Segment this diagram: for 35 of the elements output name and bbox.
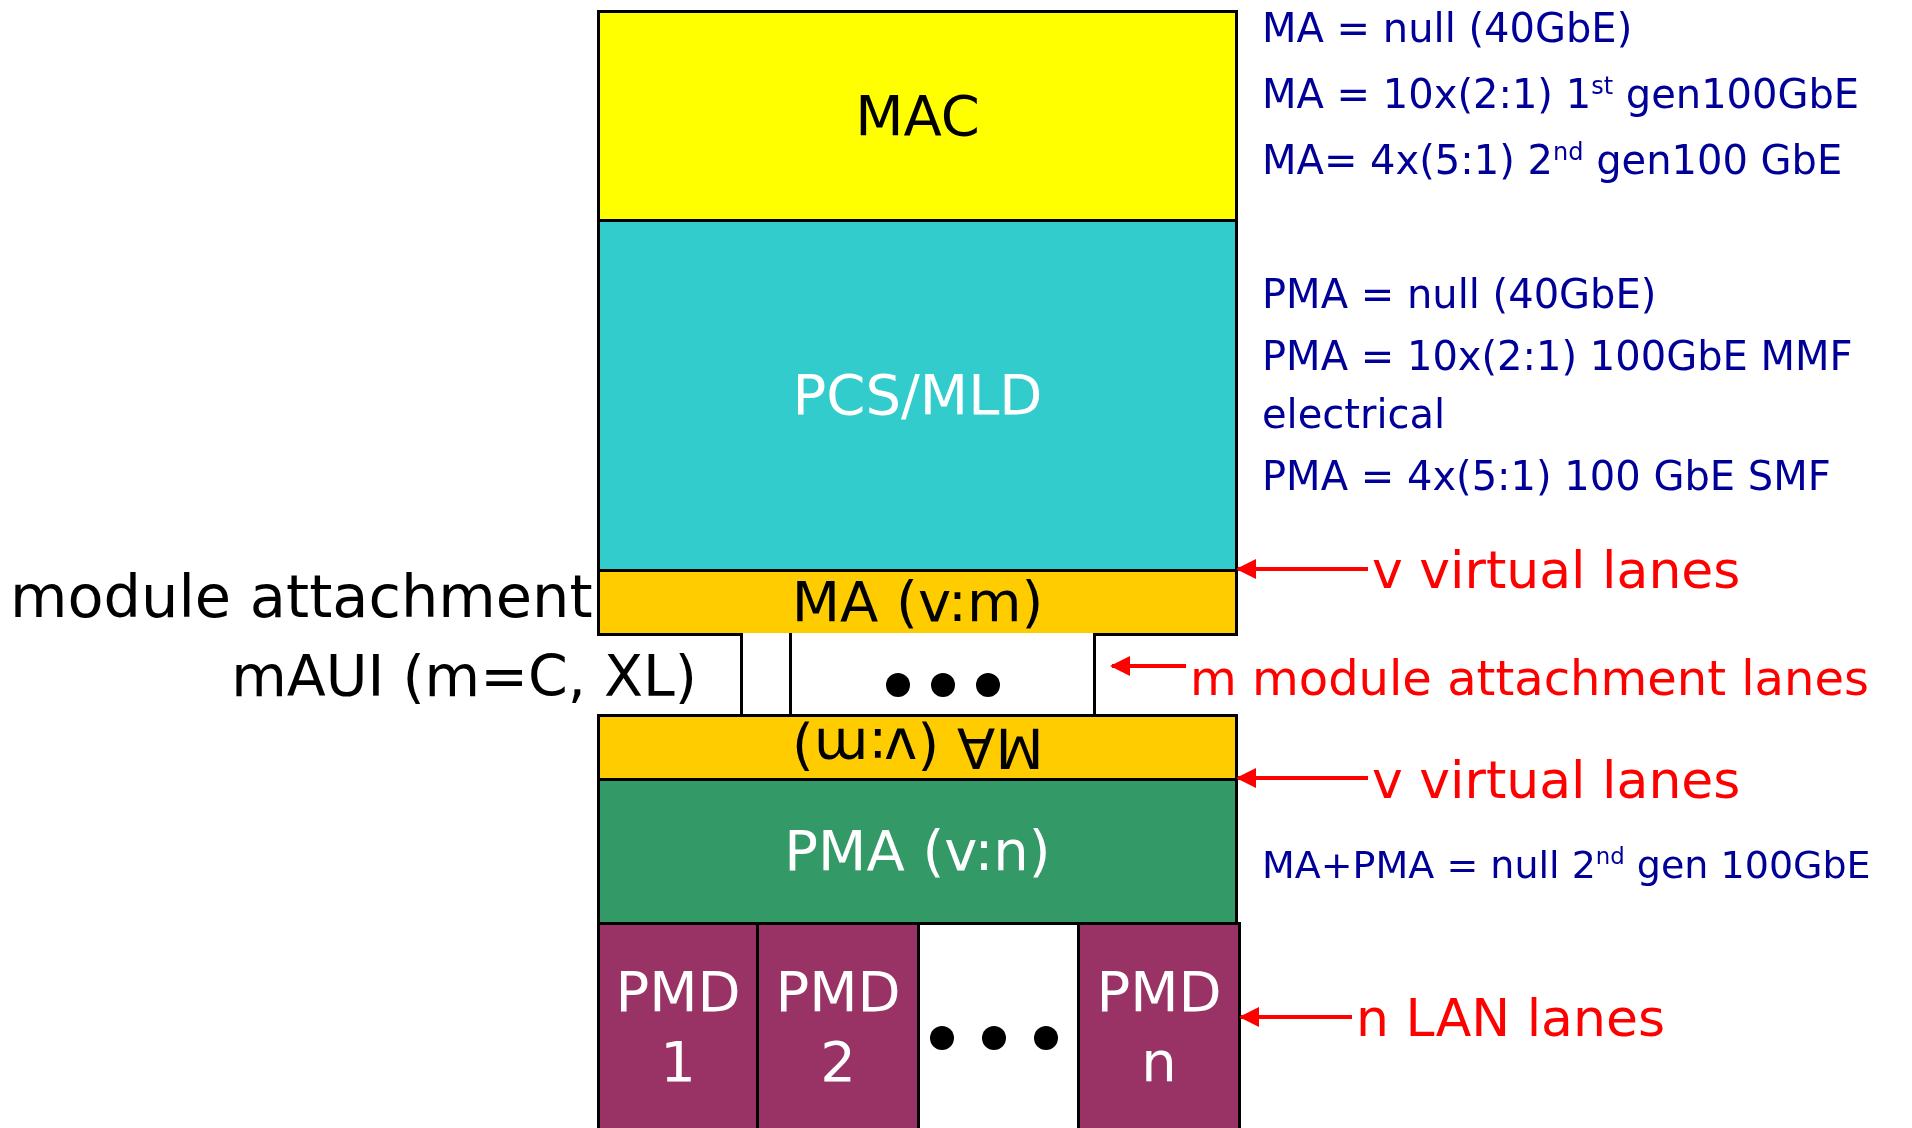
arrow	[1110, 656, 1186, 676]
note-text: PMA = 4x(5:1) 100 GbE SMF	[1262, 454, 1831, 498]
interface-label: mAUI (m=C, XL)	[230, 645, 697, 708]
lane-label: v virtual lanes	[1372, 750, 1832, 810]
note-text: MA = 10x(2:1) 1$^{st}$ gen100GbE	[1262, 72, 1860, 116]
lane-label: v virtual lanes	[1372, 540, 1832, 600]
layer-box	[597, 778, 1238, 925]
layer-label: PMD 1	[614, 958, 742, 1096]
layer-box	[597, 219, 1238, 572]
note-text: PMA = 10x(2:1) 100GbE MMF electrical	[1262, 332, 1854, 439]
layer-label: MAC	[855, 83, 980, 149]
layer-box	[597, 714, 1238, 781]
arrow	[1236, 559, 1368, 579]
arrow	[1236, 768, 1368, 788]
pmd-box	[756, 922, 920, 1128]
layer-label: MA (v:m)	[791, 719, 1044, 776]
note-text: MA = null (40GbE)	[1262, 6, 1633, 50]
lane-label: m module attachment lanes	[1190, 648, 1900, 708]
layer-label: PMD 2	[774, 958, 902, 1096]
note-text: MA+PMA = null 2$^{nd}$ gen 100GbE	[1262, 844, 1871, 887]
layer-box	[597, 569, 1238, 636]
lane-box	[740, 633, 792, 717]
note-text: MA= 4x(5:1) 2$^{nd}$ gen100 GbE	[1262, 138, 1843, 182]
note-text: PMA = null (40GbE)	[1262, 272, 1657, 316]
pmd-box	[597, 922, 759, 1128]
lane-label: n LAN lanes	[1356, 988, 1756, 1048]
layer-label: PCS/MLD	[792, 363, 1043, 428]
layer-label: PMA (v:n)	[784, 819, 1051, 884]
lane-box	[789, 633, 1096, 717]
layer-box	[597, 10, 1238, 222]
arrow	[1239, 1007, 1352, 1027]
pmd-box	[1077, 922, 1241, 1128]
interface-label: module attachment	[10, 565, 593, 630]
layer-label: PMD n	[1095, 958, 1223, 1096]
layer-label: MA (v:m)	[791, 570, 1044, 635]
